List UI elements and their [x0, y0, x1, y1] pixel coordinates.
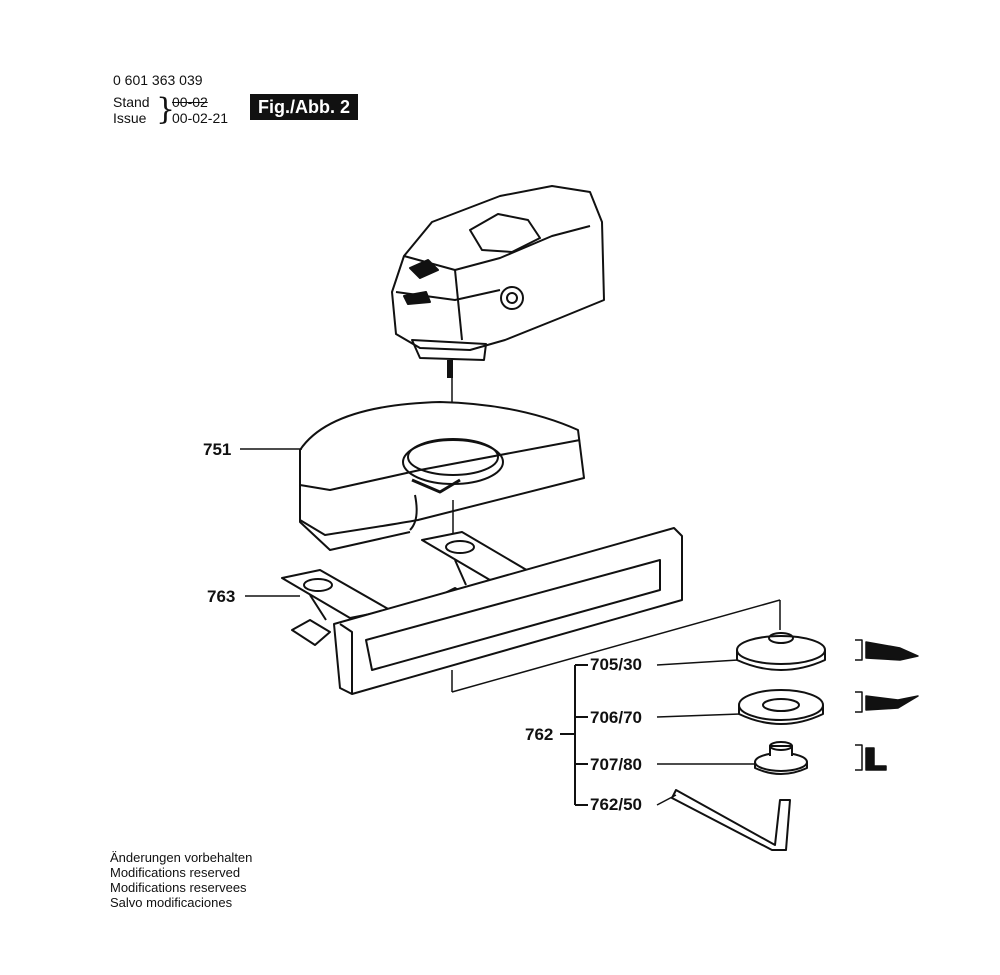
part-label-751: 751	[203, 440, 232, 460]
group-bracket-762	[560, 664, 588, 806]
part-label-762-50: 762/50	[590, 795, 642, 815]
wheel-guard-751	[299, 401, 585, 551]
part-label-706-70: 706/70	[590, 708, 642, 728]
nut-707-80	[754, 741, 808, 775]
part-label-707-80: 707/80	[590, 755, 642, 775]
note-fr: Modifications reservees	[110, 880, 247, 895]
profile-icons	[855, 639, 919, 771]
grinder-head	[391, 185, 605, 435]
note-en: Modifications reserved	[110, 865, 241, 880]
note-es: Salvo modificaciones	[110, 895, 233, 910]
part-number: 0 601 363 039	[113, 72, 203, 88]
part-label-762: 762	[525, 725, 554, 745]
flange-705-30	[736, 632, 826, 671]
issue-value: 00-02-21	[172, 110, 229, 126]
hex-key-762-50	[671, 789, 791, 851]
figure-label: Fig./Abb. 2	[250, 94, 358, 120]
part-label-763: 763	[207, 587, 236, 607]
flange-706-70	[738, 689, 824, 725]
note-de: Änderungen vorbehalten	[110, 850, 253, 865]
modification-notes: Änderungen vorbehalten Modifications res…	[110, 850, 252, 910]
issue-label: Issue	[113, 110, 147, 126]
brace-glyph: }	[156, 92, 176, 127]
part-label-705-30: 705/30	[590, 655, 642, 675]
stand-label: Stand	[113, 94, 150, 110]
cutting-guide-763	[281, 527, 683, 695]
stand-value: 00-02	[172, 94, 208, 110]
